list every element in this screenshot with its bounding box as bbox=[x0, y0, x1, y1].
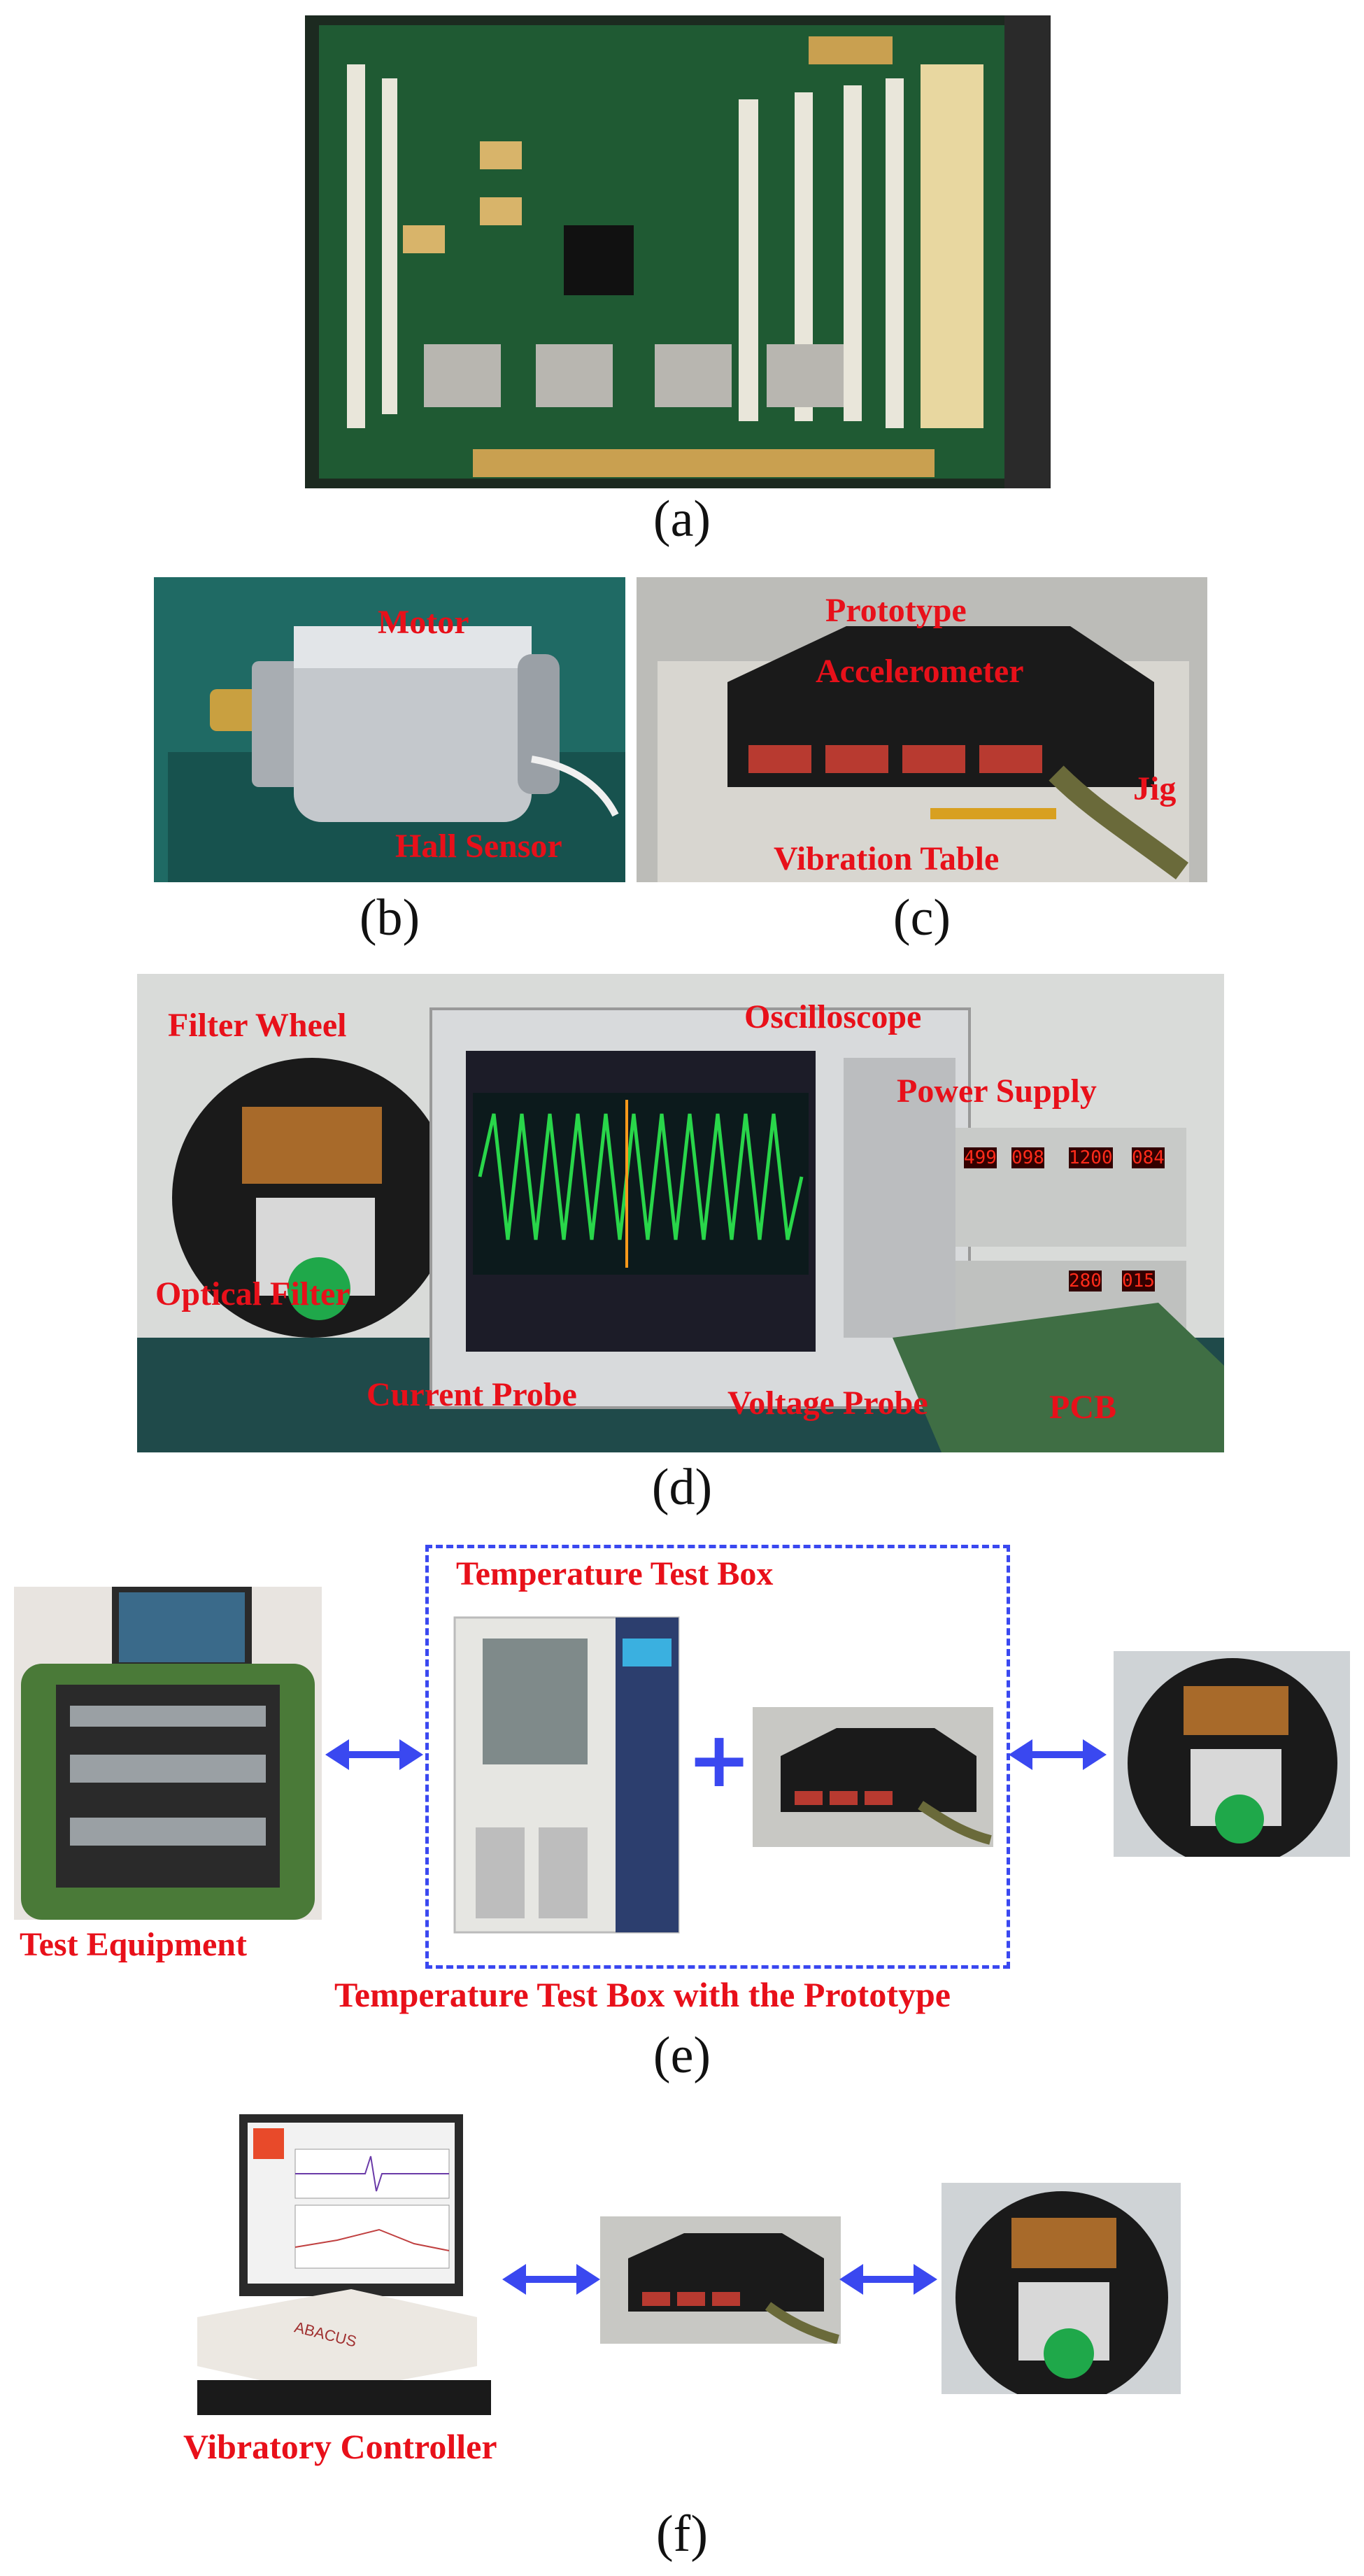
vibration-photo bbox=[637, 577, 1207, 882]
label-accelerometer: Accelerometer bbox=[816, 653, 1024, 690]
label-oscilloscope: Oscilloscope bbox=[744, 998, 922, 1035]
caption-d: (d) bbox=[651, 1459, 713, 1516]
label-hall-sensor: Hall Sensor bbox=[395, 828, 562, 865]
readout-5: 280 bbox=[1069, 1271, 1102, 1291]
bench-photo bbox=[137, 974, 1224, 1452]
double-arrow-e-right bbox=[1009, 1734, 1107, 1776]
pcb-photo bbox=[305, 15, 1051, 488]
label-filter-wheel: Filter Wheel bbox=[168, 1007, 347, 1044]
label-motor: Motor bbox=[378, 604, 469, 641]
caption-c: (c) bbox=[893, 889, 951, 947]
readout-3: 1200 bbox=[1069, 1147, 1113, 1168]
label-optical-filter: Optical Filter bbox=[155, 1275, 350, 1312]
label-pcb: PCB bbox=[1049, 1389, 1116, 1426]
plus-sign: + bbox=[687, 1715, 752, 1804]
caption-b: (b) bbox=[359, 889, 420, 947]
vibratory-controller-photo bbox=[183, 2107, 509, 2421]
label-test-equipment: Test Equipment bbox=[20, 1926, 247, 1963]
caption-a: (a) bbox=[653, 490, 711, 548]
double-arrow-f-left bbox=[502, 2258, 600, 2300]
label-current-probe: Current Probe bbox=[367, 1376, 577, 1413]
prototype-photo-f bbox=[600, 2216, 841, 2344]
readout-1: 499 bbox=[964, 1147, 997, 1168]
label-prototype: Prototype bbox=[825, 592, 967, 629]
caption-f: (f) bbox=[656, 2505, 708, 2563]
readout-6: 015 bbox=[1122, 1271, 1155, 1291]
caption-e: (e) bbox=[653, 2027, 711, 2084]
motor-photo bbox=[154, 577, 625, 882]
label-power-supply: Power Supply bbox=[897, 1073, 1097, 1110]
readout-2: 098 bbox=[1011, 1147, 1044, 1168]
test-equipment-photo bbox=[14, 1587, 322, 1920]
double-arrow-e-left bbox=[325, 1734, 423, 1776]
prototype-photo-e bbox=[753, 1707, 993, 1847]
label-voltage-probe: Voltage Probe bbox=[727, 1385, 928, 1422]
label-jig: Jig bbox=[1133, 770, 1177, 807]
label-box-with-prototype: Temperature Test Box with the Prototype bbox=[334, 1975, 951, 2014]
temperature-chamber-photo bbox=[448, 1611, 685, 1946]
temperature-test-box-frame bbox=[425, 1545, 1010, 1969]
label-temperature-test-box: Temperature Test Box bbox=[456, 1555, 774, 1592]
label-vibration-table: Vibration Table bbox=[774, 840, 1000, 877]
label-vibratory-controller: Vibratory Controller bbox=[183, 2427, 497, 2466]
filter-wheel-photo-f bbox=[942, 2183, 1181, 2394]
double-arrow-f-right bbox=[839, 2258, 937, 2300]
readout-4: 084 bbox=[1132, 1147, 1165, 1168]
filter-wheel-photo-e bbox=[1114, 1651, 1350, 1857]
